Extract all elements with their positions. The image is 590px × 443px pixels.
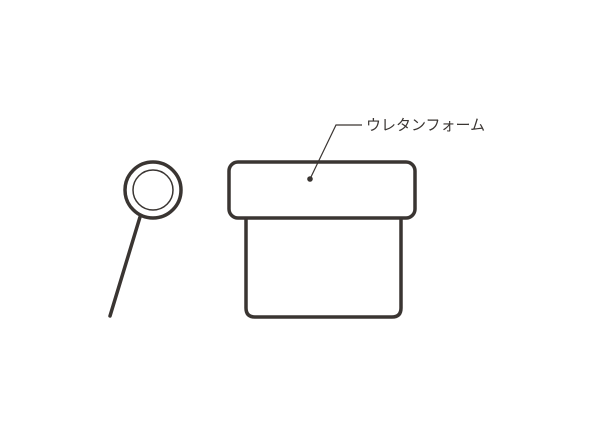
callout-leader-line: [309, 124, 362, 180]
loop-handle-ring-inner: [132, 169, 174, 211]
loop-handle-ring-outer: [123, 160, 183, 220]
callout: ウレタンフォーム: [307, 116, 485, 182]
loop-handle-icon: [108, 160, 183, 318]
foam-cap-lid: [227, 160, 417, 220]
callout-label: ウレタンフォーム: [366, 116, 485, 134]
foam-cap-body: [244, 218, 403, 319]
foam-cap-icon: [227, 160, 417, 319]
loop-handle-stem: [108, 215, 142, 318]
